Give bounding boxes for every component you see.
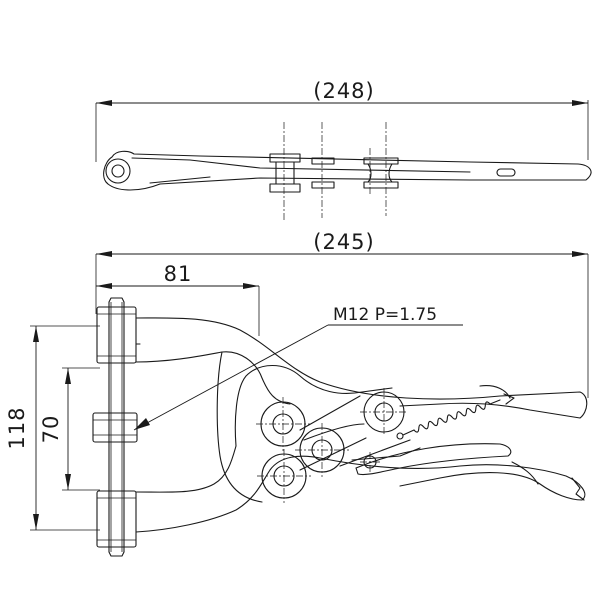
release-lever: [355, 443, 512, 476]
nut-middle: [92, 412, 138, 443]
thread-callout-label: M12 P=1.75: [333, 305, 437, 325]
bolt-1: [275, 161, 295, 185]
dimension-label-248: (248): [313, 79, 374, 103]
pivot-center: [295, 423, 349, 477]
pivot-upper-left: [256, 397, 310, 451]
dimension-line-81: [96, 283, 259, 289]
top-view: (248): [95, 79, 592, 220]
washer-top-3: [363, 157, 399, 165]
dimension-line-118: [33, 326, 39, 530]
washer-bottom-1: [269, 183, 301, 193]
dimension-label-70: 70: [39, 415, 63, 444]
frame-arm: [216, 351, 393, 503]
handle-top-profile: [103, 150, 592, 193]
washer-top-2: [311, 157, 335, 165]
dimension-line-245: [96, 251, 588, 257]
tension-spring: [396, 399, 501, 440]
thread-callout-leader: [133, 324, 463, 431]
dimension-label-118: 118: [5, 406, 29, 449]
washer-bottom-2: [311, 181, 335, 189]
dimension-line-248: [96, 100, 588, 106]
dimension-label-81: 81: [164, 262, 193, 286]
threaded-stud: [108, 297, 125, 557]
upper-jaw-handle: [135, 317, 588, 419]
slot: [496, 168, 516, 177]
front-view: (245) 81 118 70: [5, 230, 589, 557]
washer-bottom-3: [363, 181, 399, 189]
dimension-label-245: (245): [313, 230, 374, 254]
pivot-lower-left: [257, 449, 311, 503]
lower-jaw-handle: [135, 445, 586, 533]
pivot-eye-outer: [105, 158, 131, 184]
nut-bottom: [96, 490, 137, 548]
nut-top: [96, 306, 137, 364]
dimension-line-70: [65, 368, 71, 490]
pivot-upper-right: [360, 388, 408, 436]
pivot-eye-inner: [111, 164, 125, 178]
